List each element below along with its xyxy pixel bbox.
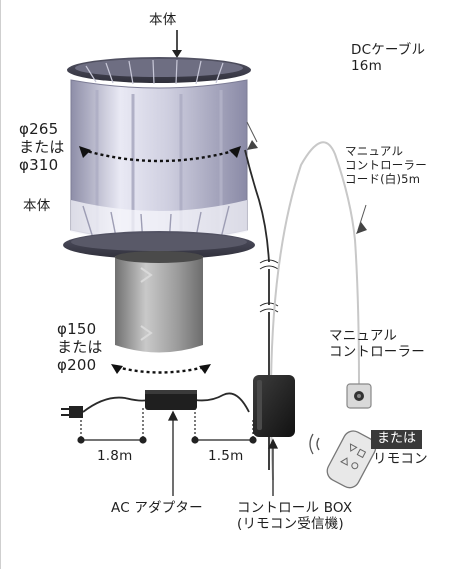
main-unit [63, 57, 255, 259]
body-side-label: 本体 [23, 198, 51, 214]
manual-controller-device [346, 383, 372, 409]
body-top-label: 本体 [149, 12, 177, 28]
dc-cable [244, 121, 279, 470]
dimension-lines [77, 408, 257, 444]
dc-cable-label: DCケーブル 16m [351, 42, 426, 75]
manual-cord-label: マニュアル コントローラー コード(白)5m [345, 144, 427, 186]
dimension-1-label: 1.8m [97, 448, 133, 464]
manual-controller-label: マニュアル コントローラー [329, 328, 425, 361]
ac-adapter-label: AC アダプター [111, 500, 203, 516]
remote-label: リモコン [373, 451, 428, 467]
remote-device [309, 430, 377, 489]
main-diameter-label: φ265 または φ310 [19, 120, 65, 174]
diameter-arrow-main [79, 146, 241, 163]
diameter-arrow-pipe [111, 364, 211, 374]
or-badge: または [371, 430, 423, 449]
base-pipe [115, 251, 203, 353]
manual-controller-cord [269, 141, 367, 481]
leader-lines [167, 410, 279, 496]
dimension-2-label: 1.5m [208, 448, 244, 464]
power-wiring [61, 392, 250, 418]
ac-adapter-device [145, 390, 197, 410]
control-box-label: コントロール BOX (リモコン受信機) [237, 500, 353, 533]
pipe-diameter-label: φ150 または φ200 [57, 320, 103, 374]
body-arrow [172, 30, 182, 58]
control-box-device [253, 375, 295, 437]
